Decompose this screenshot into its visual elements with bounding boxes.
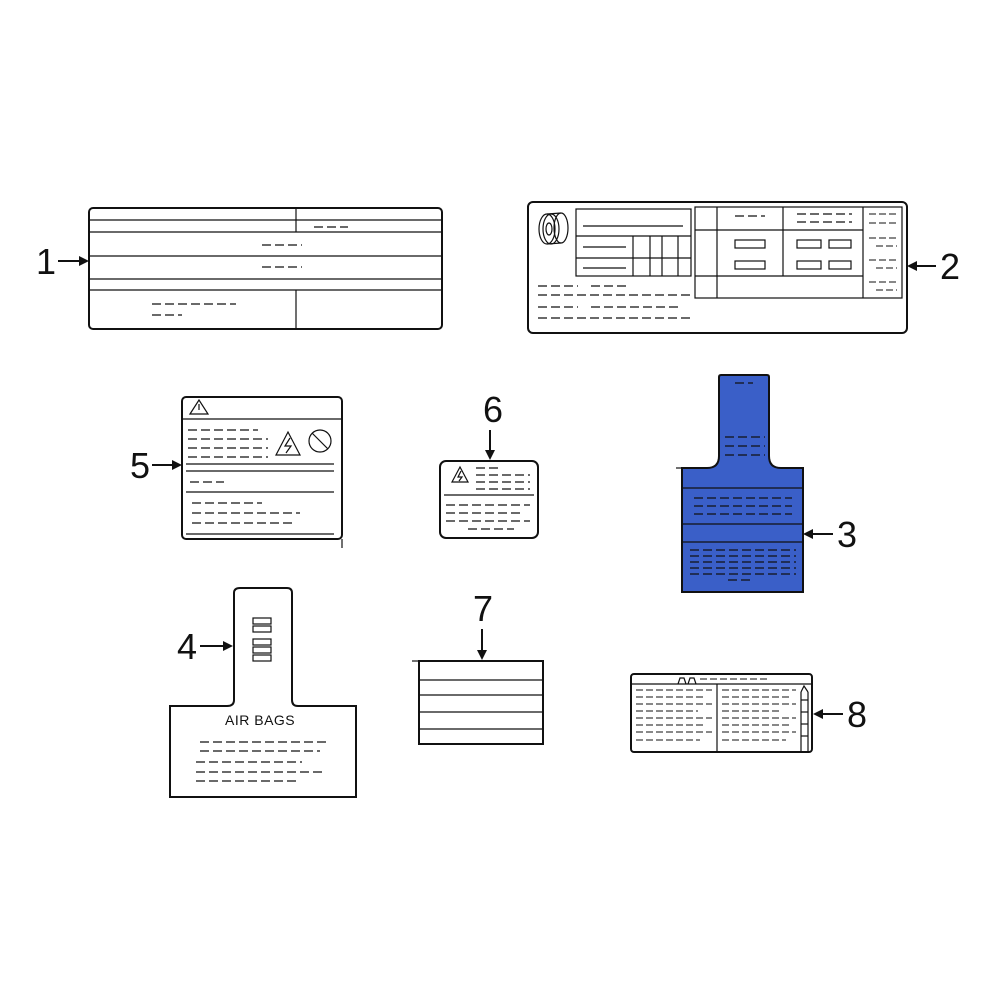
callout-5: 5 [130, 445, 182, 486]
arrow-right-icon [79, 256, 89, 266]
prohibited-icon [308, 429, 332, 453]
label-3-body [681, 374, 804, 593]
label-4-body [169, 587, 357, 798]
label-7[interactable] [412, 660, 544, 745]
tire-icon [538, 212, 569, 245]
callout-number-7: 7 [473, 588, 493, 629]
arrow-right-icon [172, 460, 182, 470]
callout-8: 8 [813, 694, 867, 735]
callout-number-3: 3 [837, 514, 857, 555]
arrow-down-icon [485, 450, 495, 460]
label-2[interactable] [527, 201, 908, 334]
label-6[interactable] [439, 460, 539, 539]
callout-number-6: 6 [483, 389, 503, 430]
warning-triangle-icon [451, 465, 469, 483]
callout-number-4: 4 [177, 626, 197, 667]
callout-2: 2 [907, 246, 960, 287]
label-8[interactable] [630, 673, 813, 753]
label-1[interactable] [88, 207, 443, 330]
callout-6: 6 [483, 389, 503, 460]
airbag-title: AIR BAGS [225, 712, 295, 728]
arrow-left-icon [907, 261, 917, 271]
arrow-left-icon [803, 529, 813, 539]
label-3[interactable] [676, 374, 804, 593]
callout-7: 7 [473, 588, 493, 660]
electrical-hazard-icon [275, 430, 301, 456]
callout-4: 4 [177, 626, 233, 667]
label-5[interactable] [181, 396, 343, 548]
arrow-right-icon [223, 641, 233, 651]
callout-number-1: 1 [36, 241, 56, 282]
arrow-down-icon [477, 650, 487, 660]
label-4[interactable]: AIR BAGS [169, 587, 357, 798]
callout-number-2: 2 [940, 246, 960, 287]
warning-triangle-icon [188, 398, 210, 415]
arrow-left-icon [813, 709, 823, 719]
callout-3: 3 [803, 514, 857, 555]
callout-1: 1 [36, 241, 89, 282]
callout-number-5: 5 [130, 445, 150, 486]
callout-number-8: 8 [847, 694, 867, 735]
